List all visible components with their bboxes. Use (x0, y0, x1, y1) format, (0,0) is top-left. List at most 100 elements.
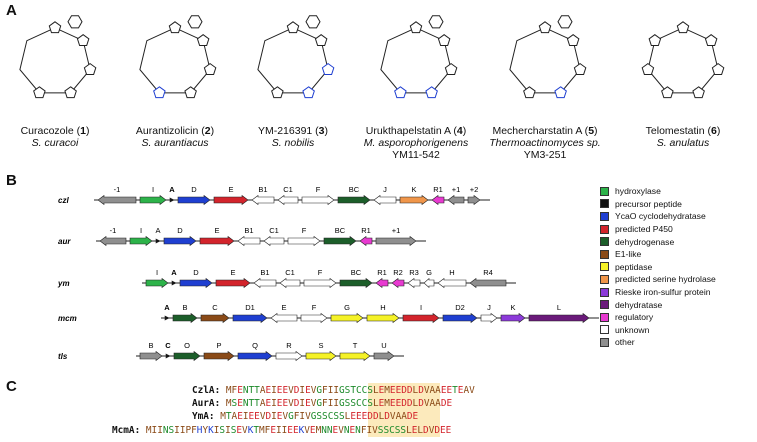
gene-arrow (366, 312, 400, 324)
legend-label: dehydratase (615, 299, 663, 310)
gene-arrow (305, 350, 337, 362)
azole-ring (153, 86, 166, 99)
gene-arrow (402, 312, 440, 324)
gene-label: C1 (269, 226, 279, 235)
gene-arrow (480, 312, 498, 324)
gene-arrow (270, 312, 298, 324)
structure-5 (509, 15, 587, 99)
gene-arrow (528, 312, 590, 324)
azole-ring (314, 34, 328, 47)
legend-item: predicted P450 (600, 223, 716, 236)
gene-arrow (431, 194, 445, 206)
gene-arrow (373, 350, 395, 362)
gene-arrow (97, 194, 137, 206)
sequence-row: McmA: MIINSIIPFHYKISISEVKTMFEIIEEKVEMNNE… (112, 425, 451, 436)
gene-label: C1 (285, 268, 295, 277)
gene-label: F (316, 185, 321, 194)
gene-label: R (286, 341, 292, 350)
legend-swatch (600, 274, 609, 284)
legend-item: other (600, 336, 716, 349)
gene-label: B1 (244, 226, 253, 235)
legend-item: unknown (600, 324, 716, 337)
legend-swatch (600, 186, 609, 196)
gene-label: E (230, 268, 235, 277)
legend-swatch (600, 249, 609, 259)
legend-label: other (615, 337, 635, 348)
gene-arrow (300, 312, 328, 324)
azole-ring (76, 34, 90, 47)
azole-ring (302, 86, 315, 99)
gene-arrow (407, 277, 421, 289)
gene-arrow (442, 312, 478, 324)
gene-label: C1 (283, 185, 293, 194)
azole-ring (523, 86, 536, 99)
legend-item: regulatory (600, 311, 716, 324)
gene-label: G (344, 303, 350, 312)
legend-swatch (600, 287, 609, 297)
producer-species: S. aurantiacus (141, 137, 209, 149)
azole-ring (573, 62, 587, 75)
panel-b-label: B (6, 172, 17, 189)
gene-arrow (155, 238, 161, 244)
gene-label: Q (252, 341, 258, 350)
gene-label: B1 (258, 185, 267, 194)
gene-label: E (228, 185, 233, 194)
gene-label: BC (349, 185, 360, 194)
gene-label: R2 (393, 268, 403, 277)
gene-arrow (303, 277, 337, 289)
sequence-residues: MSENTTAEIEEVDIEVGFIIGSSCCSLEMEEDDLDVAADE (225, 398, 453, 409)
azole-ring (394, 86, 407, 99)
panel-a-label: A (6, 2, 17, 19)
gene-arrow (437, 277, 467, 289)
azole-ring (554, 86, 567, 99)
gene-arrow (277, 194, 299, 206)
legend-label: regulatory (615, 312, 654, 323)
legend-label: dehydrogenase (615, 236, 675, 247)
gene-arrow (339, 277, 373, 289)
azole-ring (704, 34, 718, 47)
sequence-residues: MIINSIIPFHYKISISEVKTMFEIIEEKVEMNNEVNENFI… (145, 425, 452, 436)
gene-arrow (399, 194, 429, 206)
gene-label: O (184, 341, 190, 350)
panel-c-label: C (6, 378, 17, 395)
legend-swatch (600, 211, 609, 221)
compound-name: Aurantizolicin (2) (135, 125, 215, 137)
gene-arrow (172, 312, 198, 324)
azole-ring (321, 62, 335, 75)
legend-item: hydroxylase (600, 185, 716, 198)
legend-item: E1-like (600, 248, 716, 261)
gene-arrow (199, 235, 235, 247)
compound-caption: Mechercharstatin A (5)Thermoactinomyces … (485, 125, 605, 161)
gene-label: C (212, 303, 218, 312)
compound-name: Telomestatin (6) (645, 125, 721, 137)
azole-ring (286, 21, 300, 34)
gene-arrow (203, 350, 235, 362)
gene-arrow (177, 194, 211, 206)
phenyl-ring (428, 15, 444, 29)
gene-label: I (140, 226, 142, 235)
phenyl-ring (67, 15, 83, 29)
gene-arrow (263, 235, 285, 247)
gene-label: D (193, 268, 199, 277)
azole-ring (271, 86, 284, 99)
gene-label: J (383, 185, 387, 194)
gene-arrow (359, 235, 373, 247)
azole-ring (661, 86, 674, 99)
gene-arrow (171, 280, 177, 286)
gene-arrow (253, 277, 277, 289)
gene-arrow (129, 235, 153, 247)
core-peptide-highlight (368, 383, 440, 437)
compound-name: Curacozole (1) (20, 125, 90, 137)
gene-label: -1 (110, 226, 117, 235)
gene-arrow (200, 312, 230, 324)
legend-item: peptidase (600, 261, 716, 274)
producer-species: S. anulatus (656, 137, 710, 149)
sequence-name: McmA: (112, 425, 146, 436)
legend-item: dehydratase (600, 298, 716, 311)
azole-ring (168, 21, 182, 34)
gene-arrow (169, 197, 175, 203)
legend-label: YcaO cyclodehydratase (615, 211, 706, 222)
gene-label: R1 (433, 185, 443, 194)
gene-label: E (281, 303, 286, 312)
